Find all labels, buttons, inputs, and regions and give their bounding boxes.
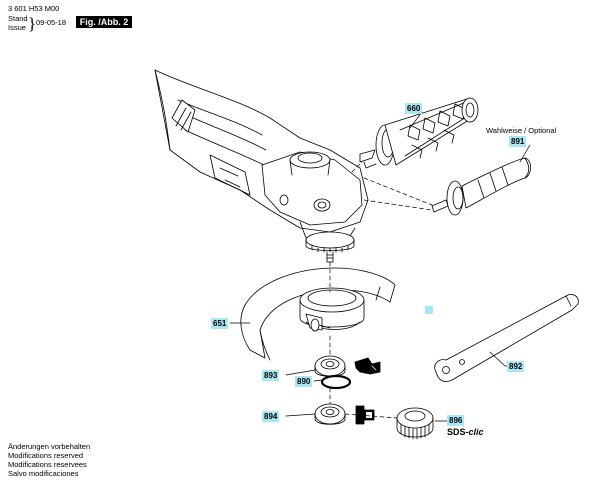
sds-prefix: SDS- <box>447 427 469 437</box>
highlight-marker <box>425 306 433 314</box>
issue-date: 09-05-18 <box>36 18 67 27</box>
handle-891-drawing <box>431 157 532 216</box>
part-label-660: 660 <box>405 103 423 114</box>
guard-651-drawing <box>240 267 396 361</box>
part-label-894: 894 <box>262 411 280 422</box>
part-label-892: 892 <box>507 361 525 372</box>
stand-label: Stand <box>8 14 28 23</box>
brace-icon: } <box>28 14 37 33</box>
flange-893-drawing <box>314 355 381 377</box>
note-en: Modifications reserved <box>8 451 84 460</box>
part-label-896: 896 <box>447 415 465 426</box>
sds-clic-label: SDS-clic <box>447 428 484 437</box>
spanner-892-drawing <box>434 294 579 382</box>
part-label-651: 651 <box>211 318 229 329</box>
document-number: 3 601 H53 M00 <box>8 4 60 13</box>
nut-896-drawing <box>396 407 434 440</box>
optional-label: Wahlweise / Optional <box>486 126 557 135</box>
note-es: Salvo modificaciones <box>8 469 79 478</box>
note-fr: Modifications reservees <box>8 460 87 469</box>
note-de: Änderungen vorbehalten <box>8 442 91 451</box>
part-label-890: 890 <box>295 376 313 387</box>
part-label-891: 891 <box>509 136 527 147</box>
handle-660-drawing <box>359 97 479 169</box>
issue-label: Issue <box>8 23 26 32</box>
flange-894-drawing <box>314 403 375 425</box>
sds-suffix: clic <box>468 427 484 437</box>
figure-label: Fig. /Abb. 2 <box>76 16 132 28</box>
part-label-893: 893 <box>262 370 280 381</box>
o-ring-890-drawing <box>320 374 352 390</box>
grinder-body-drawing <box>154 69 369 263</box>
